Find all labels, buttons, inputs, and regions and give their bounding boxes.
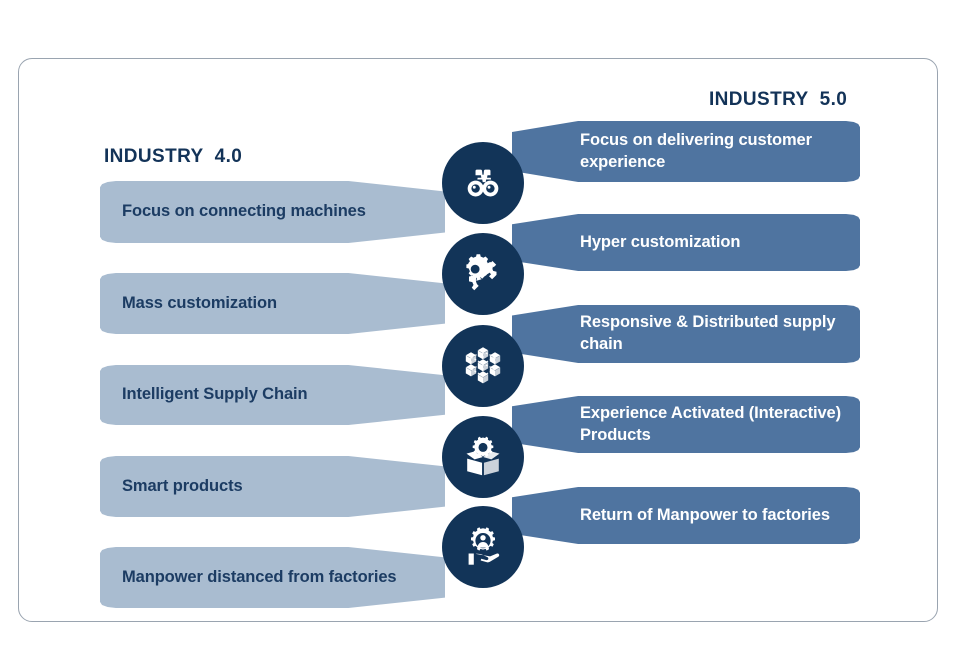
banner-shape [100, 547, 445, 608]
industry-50-item-2[interactable]: Responsive & Distributed supply chain [512, 305, 860, 363]
hand-gear-person-icon [442, 506, 524, 588]
industry-50-item-label: Focus on delivering customer experience [580, 130, 812, 171]
industry-50-heading: INDUSTRY 5.0 [709, 89, 848, 110]
banner-shape [512, 487, 860, 544]
industry-50-item-4[interactable]: Return of Manpower to factories [512, 487, 860, 544]
industry-40-item-4[interactable]: Manpower distanced from factories [100, 547, 445, 608]
industry-50-item-label: Hyper customization [580, 232, 741, 251]
industry-40-heading: INDUSTRY 4.0 [104, 146, 243, 167]
banner-shape [100, 273, 445, 334]
banner-shape [100, 456, 445, 517]
industry-40-item-2[interactable]: Intelligent Supply Chain [100, 365, 445, 425]
industry-50-item-label: Experience Activated (Interactive) Produ… [580, 403, 842, 444]
banner-shape [512, 305, 860, 363]
industry-40-item-label: Mass customization [122, 293, 277, 312]
industry-50-item-3[interactable]: Experience Activated (Interactive) Produ… [512, 396, 860, 453]
open-box-gear-icon [442, 416, 524, 498]
banner-shape [512, 121, 860, 182]
industry-40-item-label: Smart products [122, 476, 243, 495]
industry-50-item-0[interactable]: Focus on delivering customer experience [512, 121, 860, 182]
industry-50-item-label: Responsive & Distributed supply chain [580, 313, 836, 353]
industry-40-item-label: Focus on connecting machines [122, 202, 366, 221]
banner-shape [100, 181, 445, 243]
industry-40-item-3[interactable]: Smart products [100, 456, 445, 517]
gear-pencil-icon [442, 233, 524, 315]
industry-40-item-1[interactable]: Mass customization [100, 273, 445, 334]
industry-50-item-label: Return of Manpower to factories [580, 505, 830, 524]
industry-40-item-label: Manpower distanced from factories [122, 567, 397, 586]
banner-shape [512, 214, 860, 271]
industry-40-item-0[interactable]: Focus on connecting machines [100, 181, 445, 243]
industry-50-item-1[interactable]: Hyper customization [512, 214, 860, 271]
banner-shape [512, 396, 860, 453]
binoculars-icon [442, 142, 524, 224]
distributed-cubes-network-icon [442, 325, 524, 407]
banner-shape [100, 365, 445, 425]
industry-40-item-label: Intelligent Supply Chain [122, 385, 308, 404]
